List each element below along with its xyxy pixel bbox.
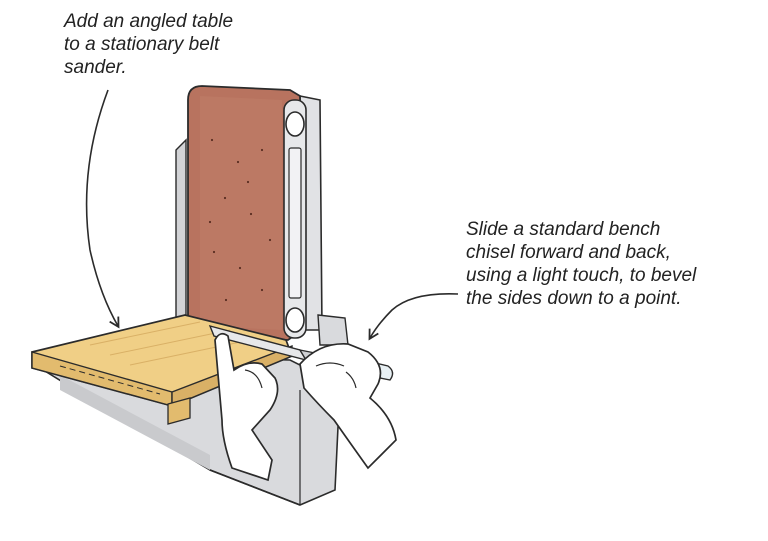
caption-line: the sides down to a point. bbox=[466, 288, 682, 309]
caption-line: chisel forward and back, bbox=[466, 242, 671, 263]
caption-line: Add an angled table bbox=[64, 11, 234, 32]
caption-line: sander. bbox=[64, 57, 127, 78]
sander-drums bbox=[283, 99, 307, 339]
right-hand bbox=[299, 343, 397, 470]
caption-line: to a stationary belt bbox=[64, 34, 220, 55]
caption-line: Slide a standard bench bbox=[466, 219, 661, 240]
leader-arrow-right bbox=[368, 293, 459, 341]
caption-add-angled-table: Add an angled table to a stationary belt… bbox=[64, 10, 233, 79]
sanding-belt bbox=[187, 85, 303, 341]
left-hand bbox=[214, 332, 279, 482]
leader-arrow-left bbox=[85, 89, 120, 329]
caption-line: using a light touch, to bevel bbox=[466, 265, 697, 286]
caption-slide-chisel: Slide a standard bench chisel forward an… bbox=[466, 218, 696, 310]
